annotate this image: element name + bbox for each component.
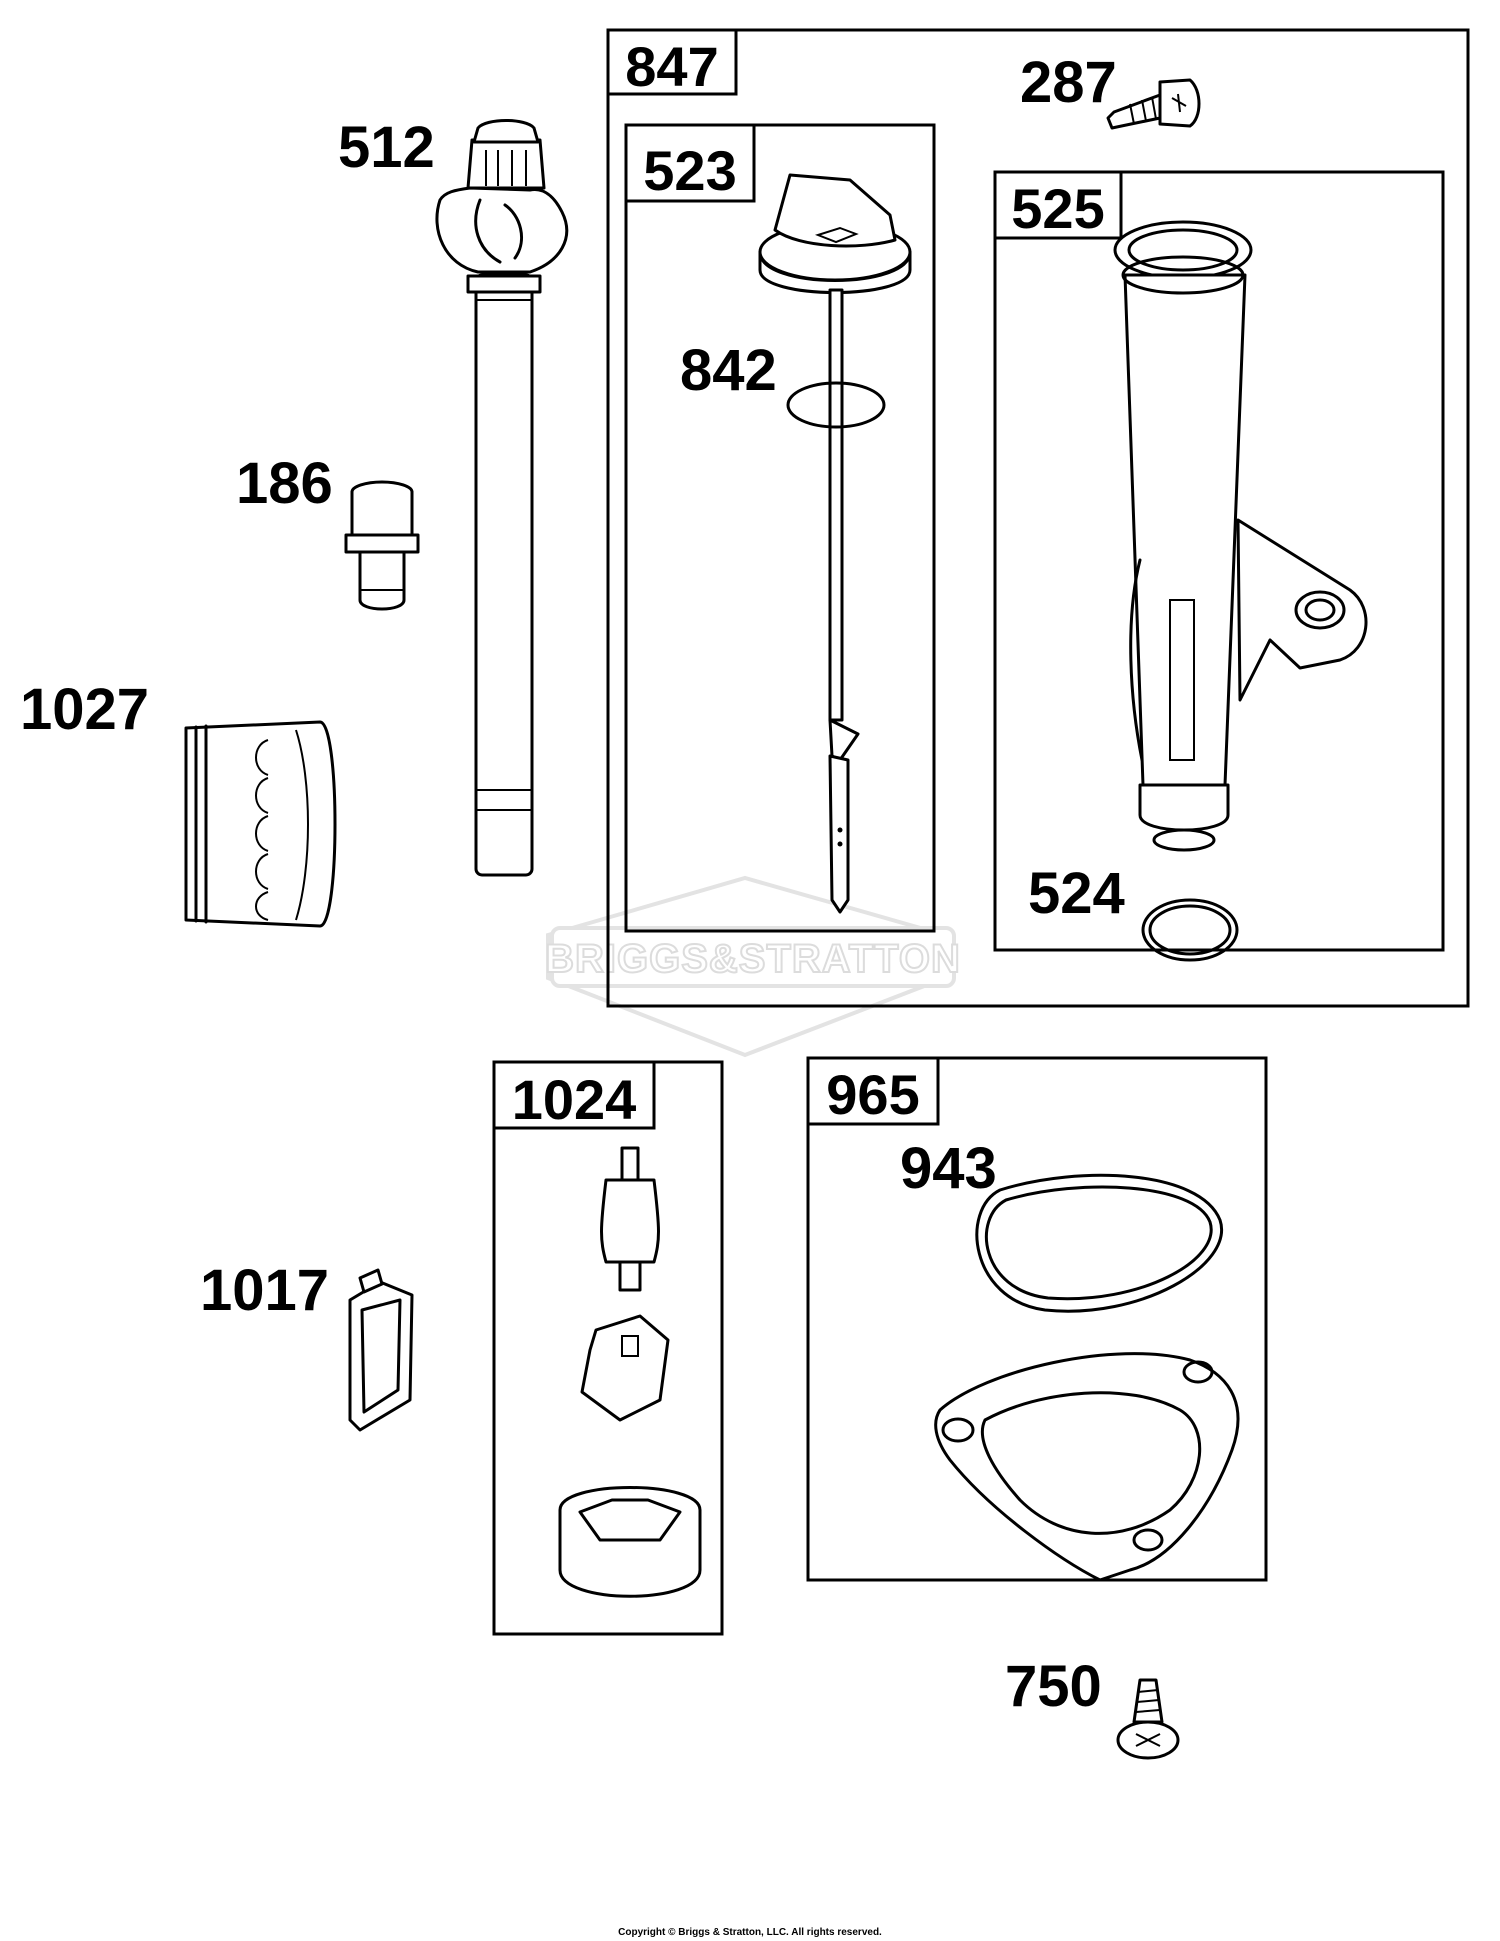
part-512-label: 512 <box>338 115 435 180</box>
bracket-1017-illustration <box>348 1268 414 1432</box>
kit-847-box: 847 <box>606 28 1470 1008</box>
fill-tube-525-illustration <box>1113 220 1368 852</box>
part-943-label: 943 <box>900 1136 997 1201</box>
kit-525-box: 525 <box>993 170 1445 952</box>
brand-watermark: BRIGGS&STRATTON <box>544 875 961 1058</box>
oil-filter-illustration <box>184 720 337 928</box>
part-186-label: 186 <box>236 451 333 516</box>
kit-525-label: 525 <box>1011 177 1104 240</box>
oil-pump-kit-illustration <box>558 1146 702 1598</box>
kit-1024-box: 1024 <box>492 1060 724 1636</box>
screw-750-illustration <box>1116 1678 1180 1760</box>
part-287-label: 287 <box>1020 50 1117 115</box>
kit-523-box: 523 <box>624 123 936 933</box>
kit-965-label: 965 <box>826 1063 919 1126</box>
gasket-943-illustration <box>975 1173 1224 1313</box>
oil-fill-tube-illustration <box>435 119 569 877</box>
part-842-label: 842 <box>680 338 777 403</box>
cover-plate-965-illustration <box>934 1352 1240 1582</box>
watermark-text: BRIGGS&STRATTON <box>545 937 961 981</box>
o-ring-524-illustration <box>1141 898 1239 962</box>
part-1027-label: 1027 <box>20 677 149 742</box>
kit-847-label: 847 <box>625 35 718 98</box>
kit-965-box: 965 <box>806 1056 1268 1582</box>
copyright-text: Copyright © Briggs & Stratton, LLC. All … <box>618 1927 882 1938</box>
kit-1024-label: 1024 <box>512 1068 637 1131</box>
kit-523-label: 523 <box>643 139 736 202</box>
breather-fitting-illustration <box>344 480 420 611</box>
part-1017-label: 1017 <box>200 1258 329 1323</box>
screw-287-illustration <box>1106 78 1201 130</box>
dipstick-illustration <box>758 173 912 914</box>
part-524-label: 524 <box>1028 861 1125 926</box>
part-750-label: 750 <box>1005 1654 1102 1719</box>
